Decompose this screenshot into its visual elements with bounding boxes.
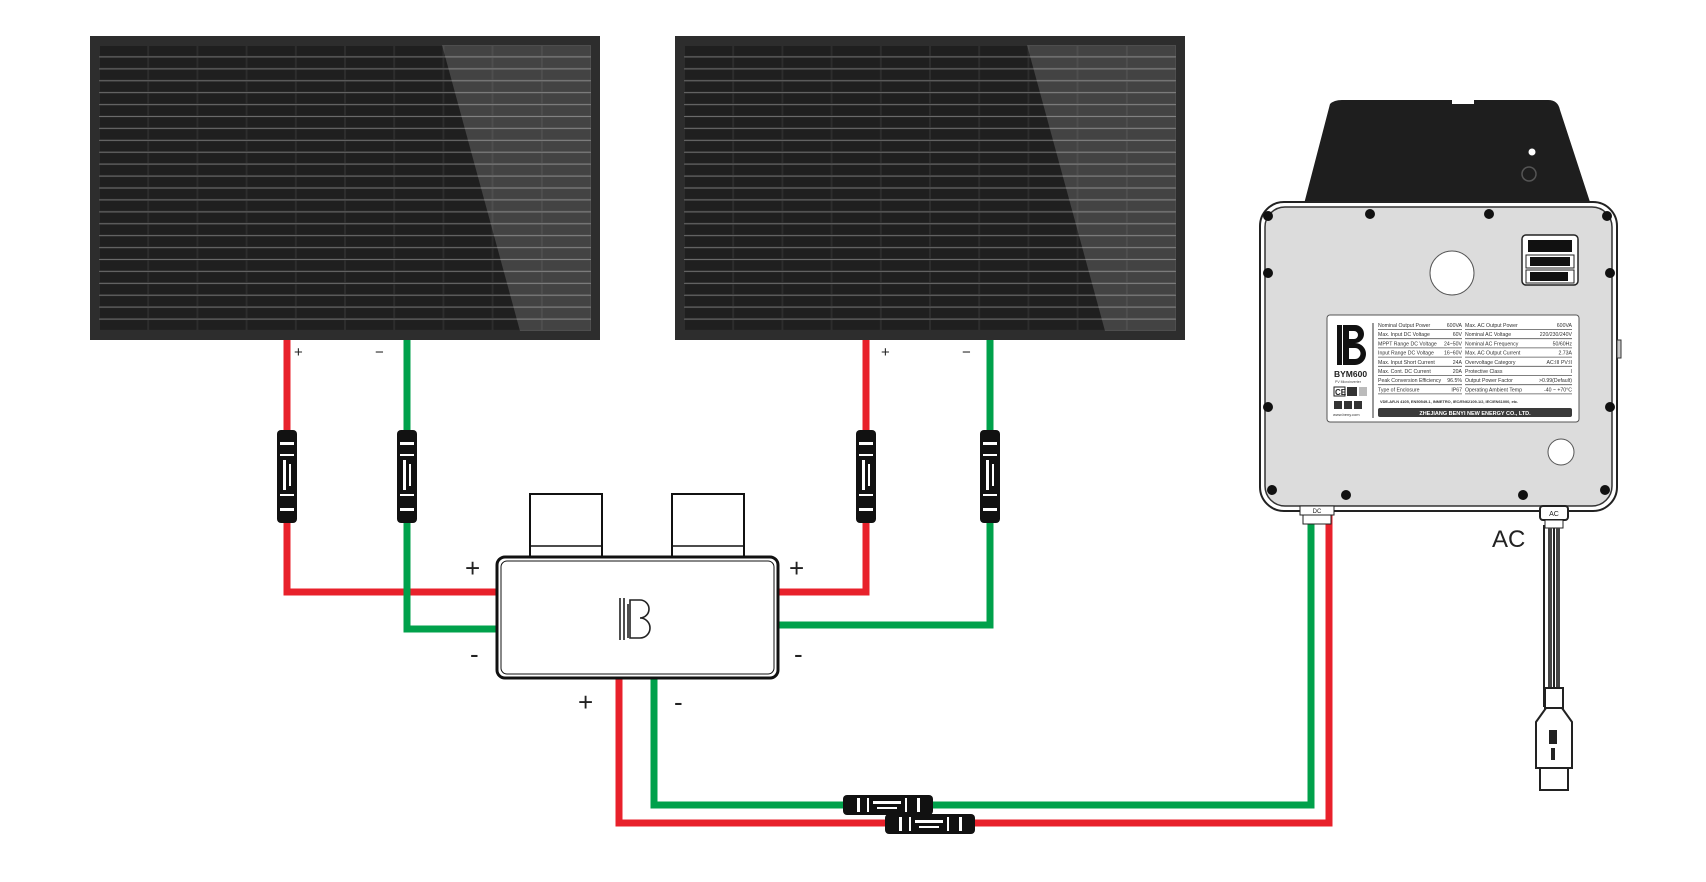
spec-label: Nominal AC Frequency [1465,341,1519,347]
plus-label: + [789,553,804,583]
mc4-connector-icon [843,795,933,815]
spec-value: 220/230/240V [1540,332,1573,338]
spec-value: 600VA [1557,323,1573,329]
spec-value: AC:III PV:II [1547,360,1572,366]
spec-label: Max. Input Short Current [1378,360,1435,366]
mc4-connector-icon [277,430,297,523]
panel-2-negative-wire [778,340,994,629]
spec-value: IP67 [1451,387,1462,393]
plus-label: + [465,553,480,583]
model-subtitle: PV Microinverter [1335,380,1362,384]
model-name: BYM600 [1334,369,1367,379]
ac-output-cable: AC [1535,505,1573,791]
dc-gland-label: DC [1313,509,1322,515]
screw-icons [1263,209,1615,500]
mc4-connector-icon [397,430,417,523]
nameplate: BYM600 PV Microinverter CE www.beny.com … [1326,314,1580,423]
spec-label: Type of Enclosure [1378,387,1420,393]
spec-value: 96.5% [1447,378,1462,384]
spec-value: 24A [1453,360,1463,366]
barcode-stickers [1521,234,1579,286]
combiner-box [495,493,780,680]
solar-panel-2 [675,36,1185,340]
plus-label: + [578,687,593,717]
spec-label: Max. Input DC Voltage [1378,332,1430,338]
mc4-connector-icon [856,430,876,523]
spec-label: Nominal Output Power [1378,323,1430,329]
spec-value: >0.99(Default) [1539,378,1572,384]
dc-input-gland: DC [1299,505,1335,525]
plus-label: + [294,344,303,361]
ac-gland-label: AC [1549,511,1559,518]
panel-1-negative-wire [403,340,497,633]
standards-text: VDE-AR-N 4105, EN50549-1, INMETRO, IEC/E… [1380,399,1518,404]
minus-label: - [470,639,479,669]
mc4-connector-icon [885,814,975,834]
brand-logo-icon [619,598,651,640]
minus-label: − [962,344,971,361]
panel-1-positive-wire [283,340,497,596]
minus-label: - [674,687,683,717]
spec-label: Operating Ambient Temp [1465,387,1522,393]
spec-value: -40 ~ +70°C [1544,387,1572,393]
mc4-connector-icon [980,430,1000,523]
panel-2-positive-wire [778,340,870,596]
spec-value: 24~50V [1444,341,1463,347]
website: www.beny.com [1333,412,1360,417]
spec-label: Max. AC Output Current [1465,351,1521,357]
spec-label: Protective Class [1465,369,1503,375]
spec-value: 60V [1453,332,1463,338]
plus-label: + [881,344,890,361]
spec-label: Peak Conversion Efficiency [1378,378,1441,384]
minus-label: - [794,639,803,669]
solar-panel-1 [90,36,600,340]
microinverter: BYM600 PV Microinverter CE www.beny.com … [1259,100,1622,791]
spec-label: Nominal AC Voltage [1465,332,1511,338]
spec-value: 2.73A [1558,351,1572,357]
spec-label: Output Power Factor [1465,378,1513,384]
spec-label: Input Range DC Voltage [1378,351,1434,357]
spec-value: 16~60V [1444,351,1463,357]
spec-value: I [1571,369,1572,375]
spec-label: Max. Cont. DC Current [1378,369,1431,375]
company-name: ZHEJIANG BENYI NEW ENERGY CO., LTD. [1419,411,1531,417]
ac-label: AC [1492,526,1525,553]
ce-mark-icon: CE [1335,388,1347,397]
spec-label: Overvoltage Category [1465,360,1516,366]
minus-label: − [375,344,384,361]
spec-value: 50/60Hz [1553,341,1573,347]
spec-value: 600VA [1447,323,1463,329]
spec-label: Max. AC Output Power [1465,323,1518,329]
spec-label: MPPT Range DC Voltage [1378,341,1437,347]
brand-logo-icon [1337,325,1366,365]
spec-value: 20A [1453,369,1463,375]
output-negative-wire [650,511,1315,809]
